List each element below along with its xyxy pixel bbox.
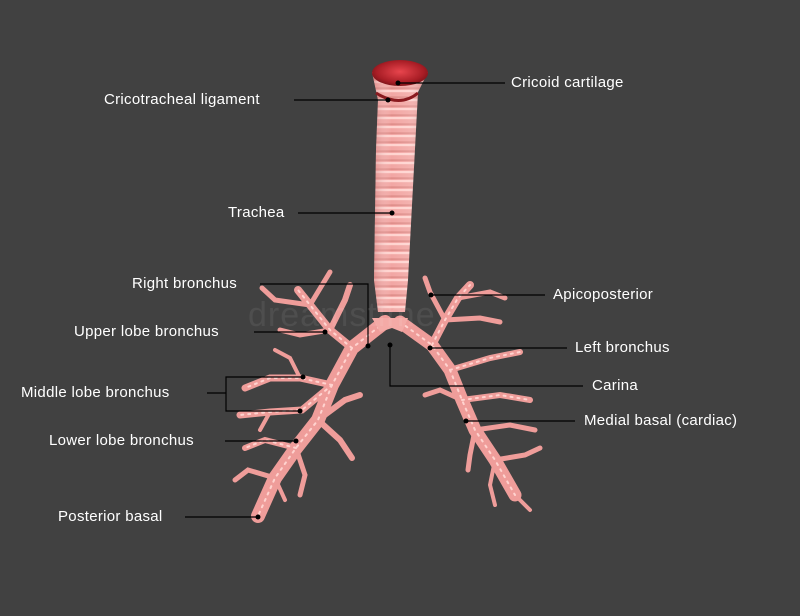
leader-lines (185, 82, 583, 518)
label-carina: Carina (592, 377, 638, 394)
label-apicoposterior: Apicoposterior (553, 286, 654, 303)
label-cricotracheal-ligament: Cricotracheal ligament (104, 91, 260, 108)
left-bronchial-tree (393, 275, 543, 512)
label-right-bronchus: Right bronchus (132, 275, 238, 292)
carina-shape (372, 318, 408, 332)
leader-dots (255, 80, 469, 520)
label-posterior-basal: Posterior basal (58, 508, 163, 525)
label-cricoid-cartilage: Cricoid cartilage (511, 74, 624, 91)
trachea-shape (372, 60, 428, 312)
label-lower-lobe-bronchus: Lower lobe bronchus (49, 432, 194, 449)
label-medial-basal: Medial basal (cardiac) (584, 412, 738, 429)
label-trachea: Trachea (228, 204, 285, 221)
label-upper-lobe-bronchus: Upper lobe bronchus (74, 323, 219, 340)
label-left-bronchus: Left bronchus (575, 339, 670, 356)
label-middle-lobe-bronchus: Middle lobe bronchus (21, 384, 170, 401)
watermark: dreamstime (248, 296, 436, 334)
cricoid-cartilage-shape (372, 60, 428, 86)
